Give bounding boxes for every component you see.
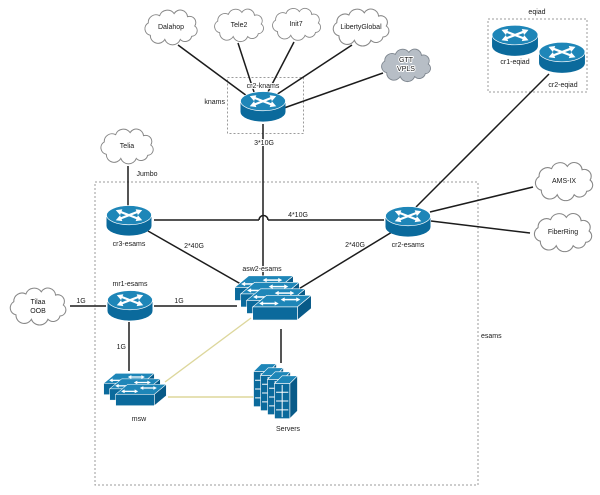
group-esams-label: esams bbox=[481, 333, 502, 340]
cloud-telia: Telia bbox=[100, 128, 154, 165]
link-crossing-hop bbox=[258, 214, 269, 221]
group-box-knams bbox=[227, 77, 304, 134]
node-cr2-knams: cr2-knams bbox=[241, 82, 286, 122]
router-icon bbox=[492, 25, 538, 56]
cloud-gtt-label-line1: GTT bbox=[399, 57, 414, 64]
cloud-fiberring: FiberRing bbox=[533, 212, 593, 253]
cloud-libertyglobal-label: LibertyGlobal bbox=[340, 24, 382, 31]
link-label-jumbo: Jumbo bbox=[136, 171, 157, 178]
node-servers-label: Servers bbox=[276, 426, 301, 433]
link-label-2x40g-right: 2*40G bbox=[345, 242, 365, 249]
link-cr3-asw2 bbox=[147, 230, 254, 292]
cloud-tilaa-label-line2: OOB bbox=[30, 308, 46, 315]
node-cr2-eqiad: cr2-eqiad bbox=[539, 42, 585, 90]
router-icon bbox=[386, 207, 431, 237]
node-msw: msw bbox=[104, 373, 167, 424]
group-box-eqiad bbox=[487, 18, 588, 93]
link-tele2-cr2knams bbox=[237, 42, 255, 93]
cloud-icon bbox=[9, 287, 67, 326]
cloud-init7-label: Init7 bbox=[289, 21, 302, 28]
link-dalahop-cr2knams bbox=[177, 44, 248, 97]
link-label-4x10g: 4*10G bbox=[288, 212, 308, 219]
link-libertyglobal-cr2knams bbox=[275, 44, 353, 96]
link-label-1g-msw: 1G bbox=[117, 344, 126, 351]
cloud-fiberring-label: FiberRing bbox=[548, 229, 578, 236]
node-cr1-eqiad: cr1-eqiad bbox=[492, 25, 538, 67]
cloud-dalahop: Dalahop bbox=[144, 9, 198, 46]
node-cr1-eqiad-label: cr1-eqiad bbox=[500, 59, 529, 66]
cloud-tilaa-oob: Tilaa OOB bbox=[9, 287, 67, 326]
cloud-amsix: AMS-IX bbox=[534, 161, 594, 202]
node-cr2-esams-label: cr2-esams bbox=[392, 242, 425, 249]
node-cr3-esams: cr3-esams bbox=[107, 206, 152, 249]
group-knams-label: knams bbox=[204, 99, 225, 106]
link-cr2esams-fiberring bbox=[430, 220, 531, 234]
cloud-telia-label: Telia bbox=[120, 143, 135, 150]
link-gttvpls-cr2knams bbox=[283, 72, 384, 109]
router-icon bbox=[108, 291, 153, 321]
link-cr2esams-amsix bbox=[429, 186, 534, 213]
node-servers: Servers bbox=[253, 363, 302, 434]
cloud-gtt-label-line2: VPLS bbox=[397, 66, 415, 73]
group-box-esams bbox=[94, 181, 479, 486]
router-icon bbox=[107, 206, 152, 236]
cloud-libertyglobal: LibertyGlobal bbox=[332, 8, 390, 47]
link-label-1g-tilaa: 1G bbox=[76, 298, 85, 305]
link-msw-asw2-yellow bbox=[164, 317, 252, 383]
node-mr1-esams: mr1-esams bbox=[108, 280, 153, 321]
group-eqiad-label: eqiad bbox=[528, 9, 545, 16]
cloud-gtt-vpls: GTT VPLS bbox=[381, 48, 431, 83]
router-icon bbox=[241, 92, 286, 122]
link-init7-cr2knams bbox=[267, 41, 295, 93]
node-msw-label: msw bbox=[132, 416, 147, 423]
cloud-dalahop-label: Dalahop bbox=[158, 24, 184, 31]
cloud-tele2-label: Tele2 bbox=[231, 22, 248, 29]
cloud-tele2: Tele2 bbox=[214, 8, 264, 43]
link-cr2esams-asw2 bbox=[296, 231, 393, 291]
node-cr2-knams-label: cr2-knams bbox=[247, 83, 280, 90]
node-asw2-esams-label: asw2-esams bbox=[242, 266, 282, 273]
cloud-init7: Init7 bbox=[272, 7, 322, 41]
router-icon bbox=[539, 42, 585, 73]
cloud-amsix-label: AMS-IX bbox=[552, 178, 576, 185]
node-cr3-esams-label: cr3-esams bbox=[113, 241, 146, 248]
link-label-2x40g-left: 2*40G bbox=[184, 243, 204, 250]
node-mr1-esams-label: mr1-esams bbox=[112, 281, 148, 288]
server-icon bbox=[274, 375, 298, 420]
link-cr2eqiad-cr2esams bbox=[415, 73, 550, 208]
link-label-3x10g: 3*10G bbox=[254, 140, 274, 147]
node-asw2-esams: asw2-esams bbox=[235, 265, 312, 320]
link-label-1g-asw2: 1G bbox=[174, 298, 183, 305]
node-cr2-eqiad-label: cr2-eqiad bbox=[548, 82, 577, 89]
cloud-tilaa-label-line1: Tilaa bbox=[31, 299, 46, 306]
node-cr2-esams: cr2-esams bbox=[386, 207, 431, 250]
